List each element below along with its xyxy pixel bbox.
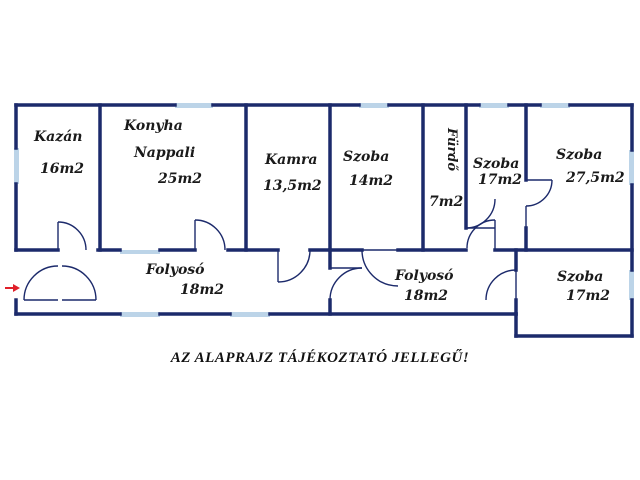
- room-name2-konyha: Nappali: [133, 145, 195, 161]
- window: [120, 250, 160, 254]
- window: [359, 103, 389, 108]
- room-area-kamra: 13,5m2: [263, 178, 322, 194]
- room-area-konyha: 25m2: [157, 171, 202, 187]
- room-area-folyoso1: 18m2: [180, 282, 224, 298]
- window: [540, 103, 570, 108]
- room-area-furdo: 7m2: [429, 194, 464, 210]
- room-name-furdo: Fürdő: [444, 127, 459, 171]
- room-name-szoba3: Szoba: [556, 147, 602, 163]
- room-area-szoba2: 17m2: [478, 172, 522, 188]
- room-name-szoba4: Szoba: [557, 269, 603, 285]
- disclaimer-note: AZ ALAPRAJZ TÁJÉKOZTATÓ JELLEGŰ!: [170, 350, 470, 366]
- room-name-folyoso2: Folyosó: [394, 268, 454, 284]
- room-area-folyoso2: 18m2: [404, 288, 448, 304]
- doors: [23, 179, 553, 301]
- room-area-szoba1: 14m2: [349, 173, 393, 189]
- window: [629, 150, 634, 185]
- window: [14, 148, 19, 184]
- window: [175, 103, 213, 108]
- room-name-konyha: Konyha: [123, 118, 183, 134]
- entry-arrow-icon: [5, 284, 20, 292]
- window: [230, 312, 270, 317]
- window: [120, 312, 160, 317]
- windows: [14, 103, 634, 317]
- room-area-szoba3: 27,5m2: [565, 170, 625, 186]
- walls: [14, 103, 634, 338]
- room-name-kazan: Kazán: [33, 129, 82, 145]
- room-area-kazan: 16m2: [40, 161, 84, 177]
- room-name-folyoso1: Folyosó: [145, 262, 205, 278]
- room-name-szoba2: Szoba: [473, 156, 519, 172]
- room-area-szoba4: 17m2: [566, 288, 610, 304]
- window: [479, 103, 509, 108]
- room-name-szoba1: Szoba: [343, 149, 389, 165]
- room-labels: Kazán 16m2 Konyha Nappali 25m2 Kamra 13,…: [33, 118, 625, 304]
- room-name-kamra: Kamra: [264, 152, 318, 168]
- window: [629, 270, 634, 300]
